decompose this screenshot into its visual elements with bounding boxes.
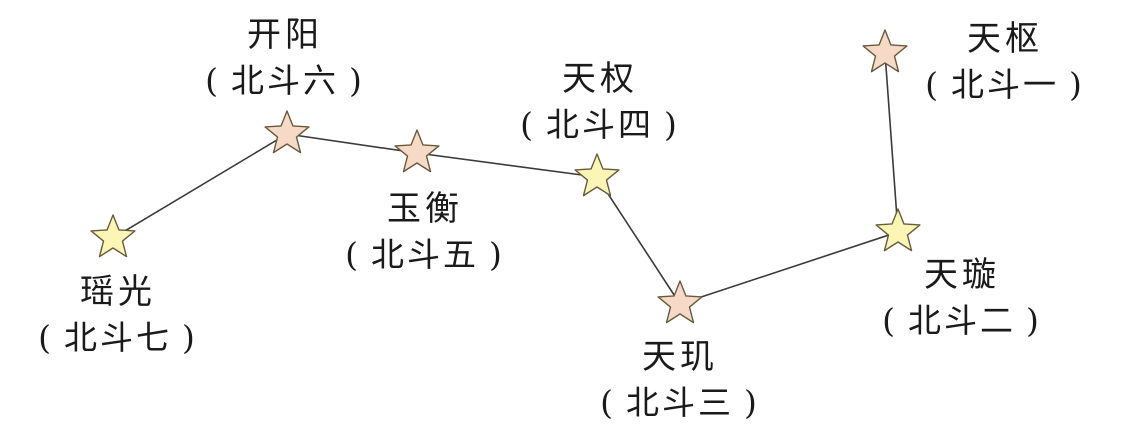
star-alias-tianshu: (北斗一): [925, 65, 1085, 104]
star-name-tianshu: 天枢: [967, 19, 1043, 59]
connector-line-tianxuan-tianji: [679, 231, 899, 305]
star-icon-yaoguang: [90, 214, 136, 258]
label-tianquan: 天权 (北斗四): [510, 62, 690, 141]
label-yaoguang: 瑶光 (北斗七): [28, 275, 208, 354]
constellation-stars: [90, 29, 921, 324]
label-kaiyang: 开阳 (北斗六): [195, 18, 375, 97]
constellation-lines: [112, 52, 899, 305]
star-name-tianji: 天玑: [642, 337, 718, 377]
star-name-kaiyang: 开阳: [247, 15, 323, 55]
star-icon-tianshu: [862, 29, 908, 73]
star-alias-tianxuan: (北斗二): [882, 301, 1042, 340]
star-name-tianxuan: 天璇: [924, 255, 1000, 295]
label-tianshu: 天枢 (北斗一): [915, 22, 1095, 101]
star-name-tianquan: 天权: [562, 59, 638, 99]
star-alias-yaoguang: (北斗七): [38, 318, 198, 357]
star-name-yaoguang: 瑶光: [80, 272, 156, 312]
star-icon-yuheng: [394, 129, 440, 173]
label-yuheng: 玉衡 (北斗五): [335, 192, 515, 271]
connector-line-kaiyang-yaoguang: [112, 133, 288, 239]
star-alias-yuheng: (北斗五): [345, 235, 505, 274]
star-icon-tianquan: [574, 153, 620, 197]
label-tianxuan: 天璇 (北斗二): [872, 258, 1052, 337]
star-alias-tianji: (北斗三): [600, 383, 760, 422]
star-icon-tianji: [657, 280, 703, 324]
connector-line-tianquan-yuheng: [416, 152, 598, 178]
star-alias-tianquan: (北斗四): [520, 105, 680, 144]
star-icon-kaiyang: [264, 110, 310, 154]
connector-line-yuheng-kaiyang: [286, 133, 418, 154]
star-name-yuheng: 玉衡: [387, 189, 463, 229]
connector-line-tianshu-tianxuan: [884, 52, 899, 233]
label-tianji: 天玑 (北斗三): [590, 340, 770, 419]
connector-line-tianji-tianquan: [596, 176, 681, 305]
star-icon-tianxuan: [875, 208, 921, 252]
star-alias-kaiyang: (北斗六): [205, 61, 365, 100]
